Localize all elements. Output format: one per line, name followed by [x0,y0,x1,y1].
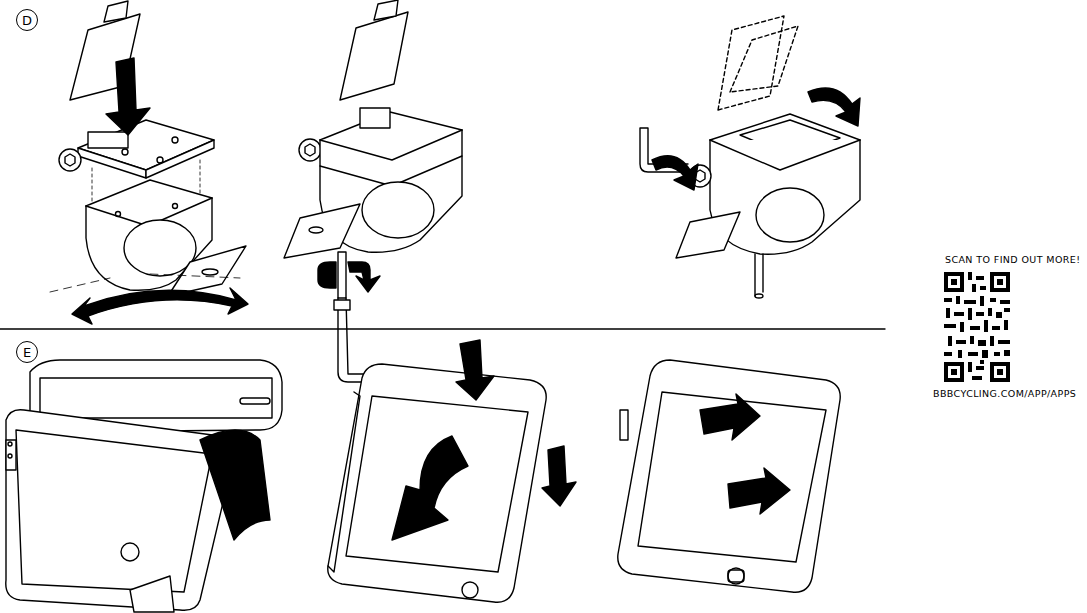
phone-case-closed [618,360,840,592]
phone-case-open [6,360,282,612]
caption-text: BBBCYCLING.COM/APP/APPS [933,388,1076,399]
step-letter: E [23,346,31,359]
step-letter: D [22,14,32,27]
mount-assembled-hinge-screw [640,16,860,298]
caption-text: SCAN TO FIND OUT MORE! [945,254,1080,265]
step-letter-circle: D [16,9,38,31]
step-letter-circle: E [16,341,38,363]
phone-case-closing [328,340,576,602]
mount-exploded [50,1,248,324]
divider-line [0,328,885,329]
qr-code [944,272,1010,382]
mount-assembled-bottom-screw [284,0,462,382]
